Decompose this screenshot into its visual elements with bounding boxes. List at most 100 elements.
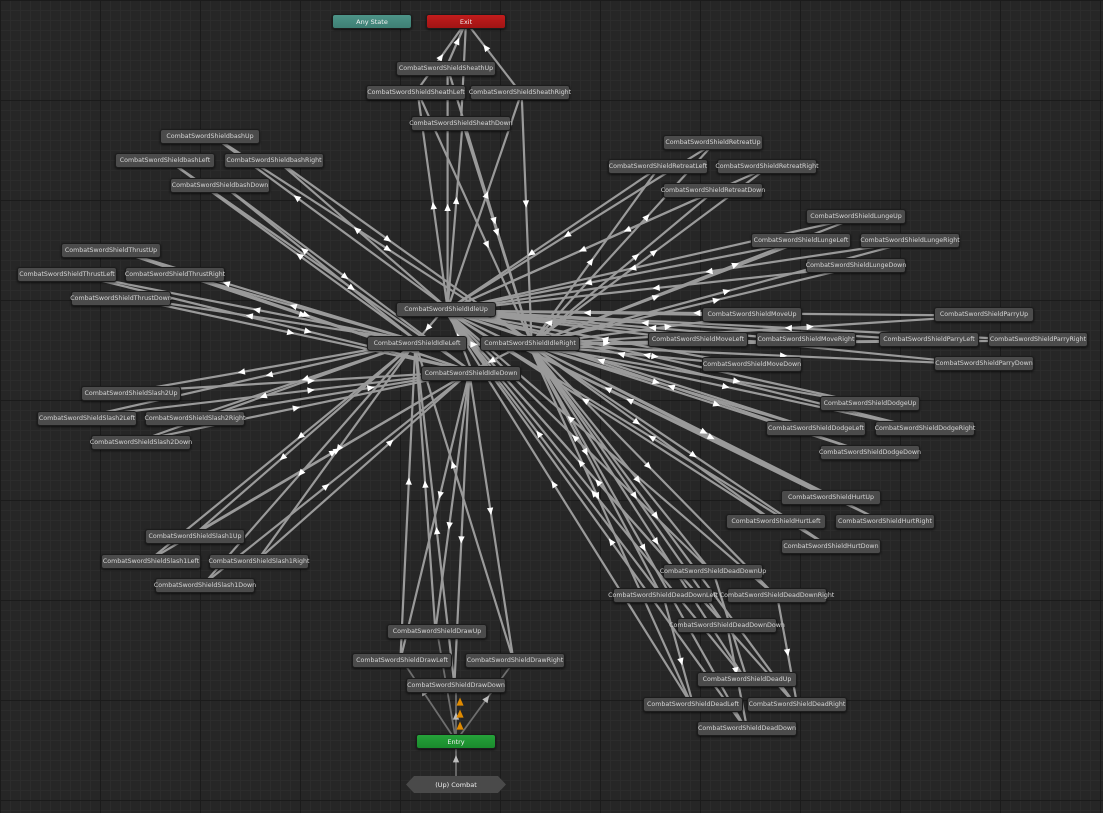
transition-arrow[interactable] xyxy=(601,336,609,343)
transition-arrow[interactable] xyxy=(732,377,741,384)
transition-arrow[interactable] xyxy=(572,434,580,443)
transition-line[interactable] xyxy=(148,340,418,561)
transition-arrow[interactable] xyxy=(586,258,594,266)
transition-arrow[interactable] xyxy=(642,214,650,222)
transition-line[interactable] xyxy=(444,20,468,70)
state-node[interactable]: CombatSwordShieldRetreatUp xyxy=(663,134,763,150)
state-node[interactable]: CombatSwordShieldParryLeft xyxy=(879,331,979,347)
transition-line[interactable] xyxy=(445,166,660,312)
transition-arrow[interactable] xyxy=(629,264,637,271)
transition-arrow[interactable] xyxy=(608,538,616,547)
transition-arrow[interactable] xyxy=(353,227,362,235)
transition-arrow[interactable] xyxy=(483,44,491,53)
state-node[interactable]: CombatSwordShieldHurtUp xyxy=(781,489,881,505)
transition-arrow[interactable] xyxy=(422,480,429,488)
state-node[interactable]: CombatSwordShieldDeadDownLeft xyxy=(608,587,718,603)
state-node[interactable]: CombatSwordShieldThrustDown xyxy=(70,290,172,306)
state-node[interactable]: CombatSwordShieldbashRight xyxy=(224,152,324,168)
transition-line[interactable] xyxy=(443,308,663,598)
transition-arrow[interactable] xyxy=(693,309,701,317)
transition-arrow[interactable] xyxy=(307,377,315,385)
transition-arrow[interactable] xyxy=(458,536,465,544)
transition-arrow[interactable] xyxy=(604,387,613,394)
transition-arrow[interactable] xyxy=(712,297,721,304)
transition-line[interactable] xyxy=(414,342,515,662)
transition-line[interactable] xyxy=(527,342,713,574)
transition-line[interactable] xyxy=(399,341,417,662)
transition-arrow[interactable] xyxy=(366,385,375,392)
transition-arrow[interactable] xyxy=(731,262,739,269)
transition-arrow[interactable] xyxy=(452,712,460,720)
transition-arrow[interactable] xyxy=(593,491,599,500)
transition-arrow[interactable] xyxy=(721,382,730,390)
state-node[interactable]: CombatSwordShieldIdleLeft xyxy=(367,335,467,351)
transition-arrow[interactable] xyxy=(237,368,246,375)
any-state-node[interactable]: Any State xyxy=(332,14,412,29)
transition-arrow[interactable] xyxy=(436,54,444,62)
transition-arrow[interactable] xyxy=(279,453,288,461)
state-node[interactable]: CombatSwordShieldRetreatRight xyxy=(715,158,819,174)
state-node[interactable]: CombatSwordShieldbashLeft xyxy=(115,152,215,168)
state-node[interactable]: CombatSwordShieldIdleRight xyxy=(480,335,580,351)
transition-arrow[interactable] xyxy=(632,417,641,425)
transition-arrow[interactable] xyxy=(652,378,660,385)
state-node[interactable]: CombatSwordShieldLungeLeft xyxy=(751,232,851,248)
parent-state-machine-node[interactable]: (Up) Combat xyxy=(406,776,506,793)
transition-arrow[interactable] xyxy=(293,195,302,203)
transition-arrow[interactable] xyxy=(301,247,309,255)
state-node[interactable]: CombatSwordShieldDeadDownUp xyxy=(660,563,766,579)
transition-arrow[interactable] xyxy=(453,37,460,46)
transition-arrow[interactable] xyxy=(643,352,651,359)
state-node[interactable]: CombatSwordShieldDodgeUp xyxy=(820,395,920,411)
transition-arrow[interactable] xyxy=(648,324,657,332)
state-node[interactable]: CombatSwordShieldSheathLeft xyxy=(366,84,466,100)
state-node[interactable]: CombatSwordShieldDrawDown xyxy=(406,677,506,693)
state-node[interactable]: CombatSwordShieldRetreatDown xyxy=(661,182,765,198)
transition-arrow[interactable] xyxy=(705,267,713,275)
transition-line[interactable] xyxy=(528,343,986,366)
transition-arrow[interactable] xyxy=(706,433,715,440)
state-node[interactable]: CombatSwordShieldDeadLeft xyxy=(643,696,743,712)
state-node[interactable]: CombatSwordShieldbashUp xyxy=(160,128,260,144)
transition-arrow[interactable] xyxy=(603,339,611,347)
transition-line[interactable] xyxy=(661,593,695,706)
transition-arrow[interactable] xyxy=(383,234,392,242)
transition-arrow[interactable] xyxy=(383,244,392,252)
state-node[interactable]: CombatSwordShieldSheathDown xyxy=(409,115,513,131)
transition-arrow[interactable] xyxy=(405,477,412,485)
transition-arrow[interactable] xyxy=(581,447,588,456)
transition-arrow[interactable] xyxy=(437,491,444,499)
transition-arrow[interactable] xyxy=(617,351,626,359)
state-node[interactable]: CombatSwordShieldDeadUp xyxy=(697,671,797,687)
state-node[interactable]: CombatSwordShieldSlash1Left xyxy=(101,553,201,569)
transition-line[interactable] xyxy=(527,342,663,597)
state-node[interactable]: CombatSwordShieldLungeDown xyxy=(806,257,906,273)
transition-arrow[interactable] xyxy=(259,392,268,399)
transition-arrow[interactable] xyxy=(652,284,661,291)
transition-line[interactable] xyxy=(85,340,418,418)
transition-line[interactable] xyxy=(202,370,472,585)
transition-arrow[interactable] xyxy=(328,450,337,457)
transition-arrow[interactable] xyxy=(689,450,697,458)
transition-line[interactable] xyxy=(434,371,471,632)
transition-line[interactable] xyxy=(445,240,912,312)
transition-arrow[interactable] xyxy=(307,387,315,394)
transition-arrow[interactable] xyxy=(643,461,652,469)
state-node[interactable]: CombatSwordShieldDeadRight xyxy=(747,696,847,712)
state-node[interactable]: CombatSwordShieldSlash2Left xyxy=(37,410,137,426)
transition-arrow[interactable] xyxy=(584,279,593,286)
state-node[interactable]: CombatSwordShieldDeadDownRight xyxy=(720,587,834,603)
transition-arrow[interactable] xyxy=(452,196,460,205)
transition-arrow[interactable] xyxy=(482,240,489,249)
transition-arrow[interactable] xyxy=(446,521,453,530)
state-node[interactable]: CombatSwordShieldDrawLeft xyxy=(352,652,452,668)
transition-arrow[interactable] xyxy=(677,657,684,666)
state-node[interactable]: CombatSwordShieldHurtLeft xyxy=(726,513,826,529)
transition-line[interactable] xyxy=(174,271,473,373)
transition-line[interactable] xyxy=(527,342,797,707)
state-node[interactable]: CombatSwordShieldSheathRight xyxy=(469,84,571,100)
transition-arrow[interactable] xyxy=(784,324,792,332)
transition-arrow[interactable] xyxy=(321,483,330,491)
transition-arrow[interactable] xyxy=(651,352,659,360)
transition-arrow[interactable] xyxy=(649,249,658,257)
